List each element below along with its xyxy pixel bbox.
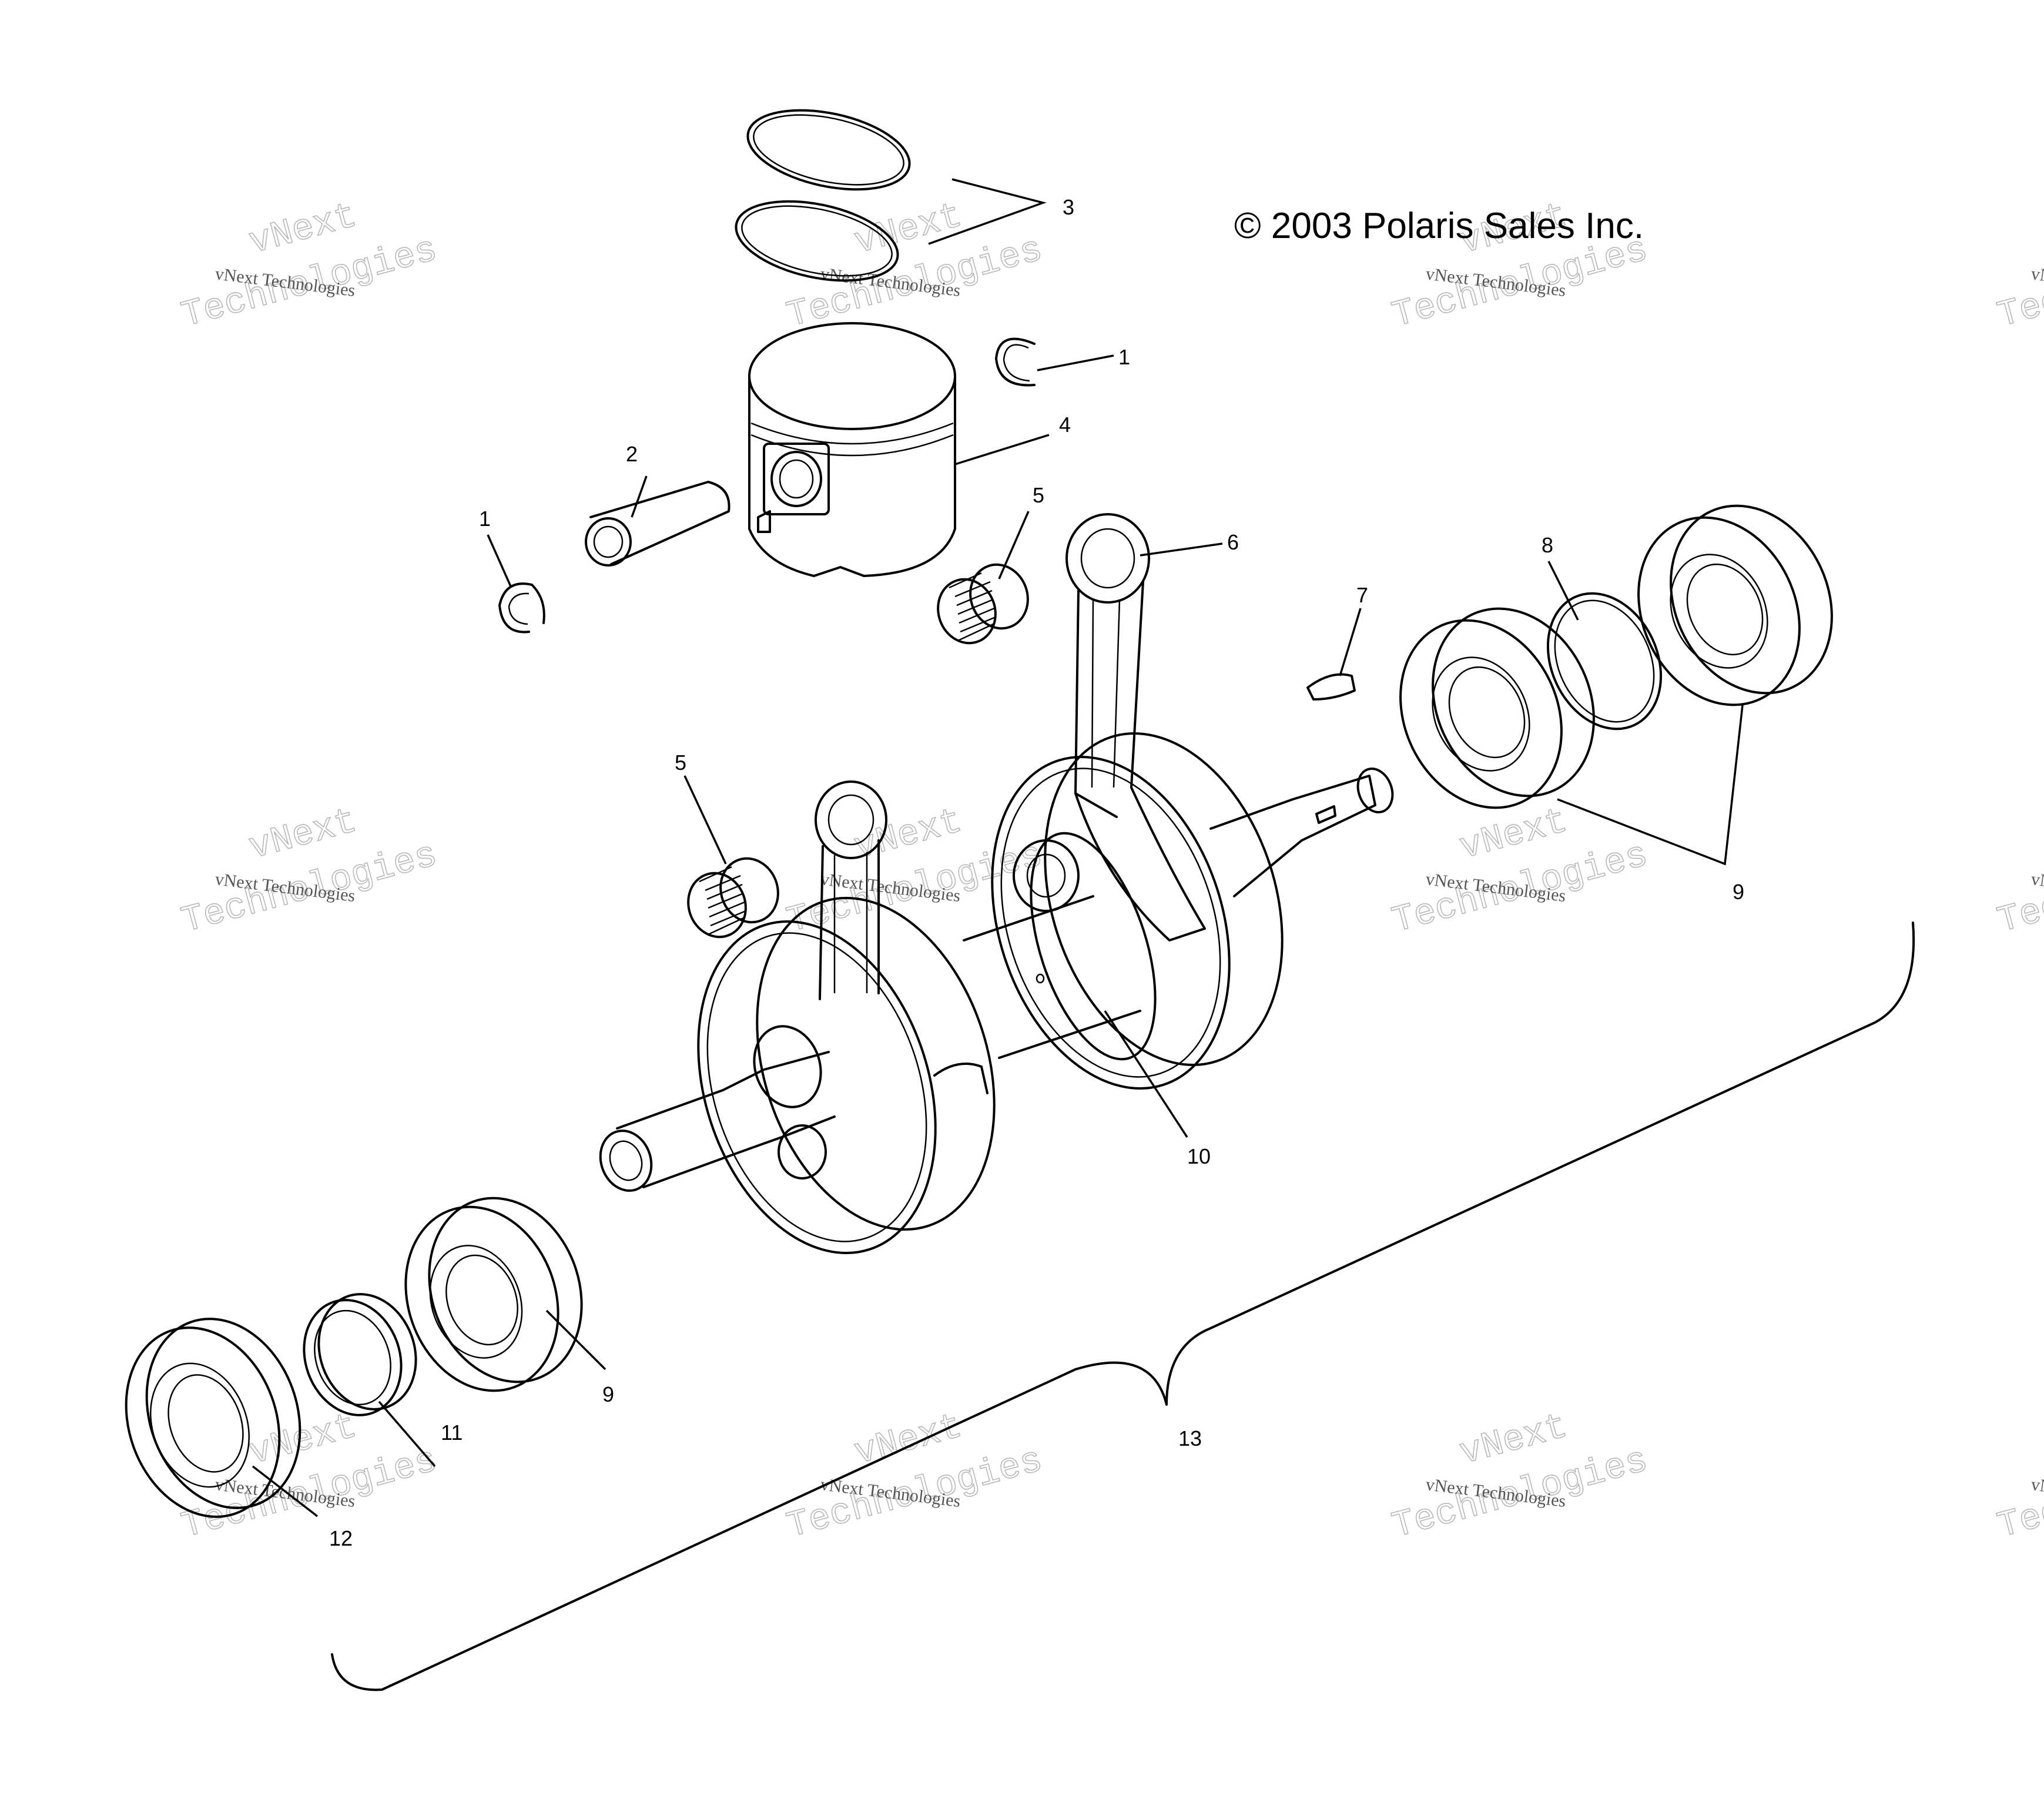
- circlip-right: [995, 337, 1036, 387]
- needle-bearing-upper: [937, 563, 1029, 645]
- callout-1: 1: [1118, 345, 1130, 369]
- connecting-rod-lower: [815, 780, 887, 1000]
- copyright-text: © 2003 Polaris Sales Inc.: [1234, 206, 1644, 246]
- callout-8: 8: [1542, 533, 1553, 557]
- leader-lines: [252, 178, 1744, 1517]
- callout-labels: 1 1 2 3 4 5 5 6 7 8 9 9 10 11 12 13: [329, 195, 1744, 1550]
- crankshaft: [599, 732, 1394, 1254]
- main-bearing-right-outer: [1637, 504, 1833, 706]
- piston: [748, 322, 956, 577]
- callout-1: 1: [479, 507, 491, 531]
- circlip-left: [498, 582, 545, 634]
- callout-13: 13: [1178, 1426, 1202, 1450]
- connecting-rod-upper: [1065, 513, 1206, 941]
- callout-5: 5: [1033, 483, 1044, 507]
- callout-7: 7: [1356, 583, 1368, 607]
- callout-9: 9: [602, 1382, 614, 1406]
- callout-4: 4: [1059, 413, 1071, 437]
- oil-seal-left: [125, 1318, 301, 1518]
- callout-2: 2: [626, 442, 638, 466]
- callout-5: 5: [675, 750, 686, 775]
- needle-bearing-lower: [687, 857, 779, 939]
- callout-12: 12: [329, 1526, 353, 1550]
- piston-rings: [735, 109, 911, 282]
- woodruff-key: [1306, 673, 1356, 701]
- wrist-pin: [585, 481, 731, 567]
- main-bearing-left: [404, 1197, 583, 1392]
- main-bearing-right-inner: [1399, 607, 1595, 809]
- callout-10: 10: [1187, 1144, 1211, 1168]
- assembly-brace: [331, 922, 1915, 1691]
- callout-9: 9: [1733, 880, 1744, 904]
- shim-ring-right: [1546, 592, 1663, 731]
- callout-6: 6: [1227, 530, 1239, 554]
- callout-3: 3: [1063, 195, 1074, 219]
- shim-ring-left: [303, 1293, 417, 1416]
- callout-11: 11: [441, 1420, 463, 1445]
